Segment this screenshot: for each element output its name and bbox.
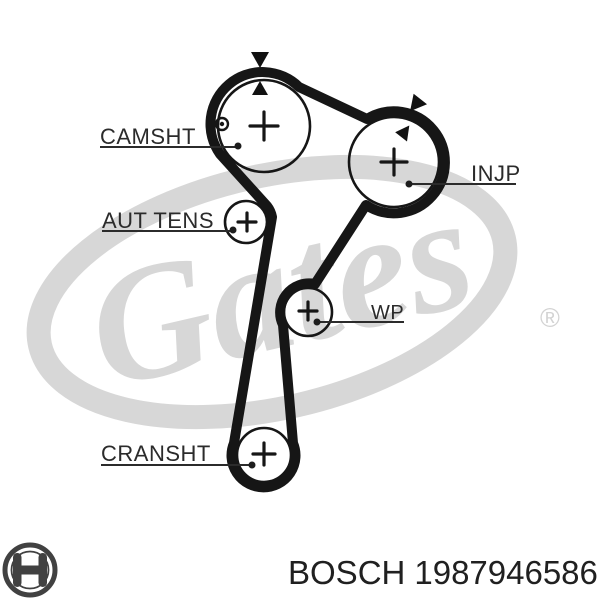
- injection-pump-plus-icon: [379, 147, 409, 177]
- water-pump-label: WP: [371, 302, 404, 324]
- tensioner-leader-dot: [229, 226, 237, 234]
- injection-pump-label-group: INJP: [405, 161, 521, 188]
- footer-part-number: 1987946586: [414, 554, 598, 591]
- water-pump-label-group: WP: [313, 302, 404, 326]
- injection-pump-timing-arrow-up-icon: [395, 125, 410, 142]
- injection-pump-timing-arrow-down-icon: [410, 93, 428, 112]
- crankshaft-label: CRANSHT: [101, 441, 211, 466]
- injection-pump-label: INJP: [471, 161, 521, 186]
- crankshaft-leader-dot: [248, 461, 256, 469]
- camshaft-timing-dot-icon: [214, 116, 230, 132]
- timing-belt: [205, 67, 450, 493]
- pulley-center-marks: [214, 110, 409, 467]
- camshaft-timing-arrow-down-icon: [251, 52, 269, 68]
- camshaft-label-group: CAMSHT: [100, 124, 242, 150]
- tensioner-label-group: AUT TENS: [102, 208, 237, 234]
- registered-trademark-icon: ®: [540, 303, 560, 333]
- tensioner-plus-icon: [236, 211, 258, 233]
- footer-brand: BOSCH: [288, 554, 405, 591]
- injection-pump-leader-dot: [405, 180, 413, 188]
- camshaft-leader-dot: [234, 142, 242, 150]
- camshaft-label: CAMSHT: [100, 124, 196, 149]
- camshaft-plus-icon: [248, 110, 280, 142]
- injection-pump-pulley: [347, 115, 441, 209]
- water-pump-leader-dot: [313, 318, 321, 326]
- camshaft-pulley: [216, 78, 312, 174]
- pulley-labels: CAMSHT AUT TENS INJP WP CRANSHT: [100, 124, 521, 469]
- water-pump-plus-icon: [297, 300, 319, 322]
- camshaft-timing-arrow-up-icon: [252, 81, 268, 95]
- crankshaft-label-group: CRANSHT: [101, 441, 256, 469]
- crankshaft-plus-icon: [251, 441, 277, 467]
- timing-marks: [251, 52, 428, 142]
- tensioner-label: AUT TENS: [102, 208, 214, 233]
- bosch-logo-icon: [2, 542, 58, 598]
